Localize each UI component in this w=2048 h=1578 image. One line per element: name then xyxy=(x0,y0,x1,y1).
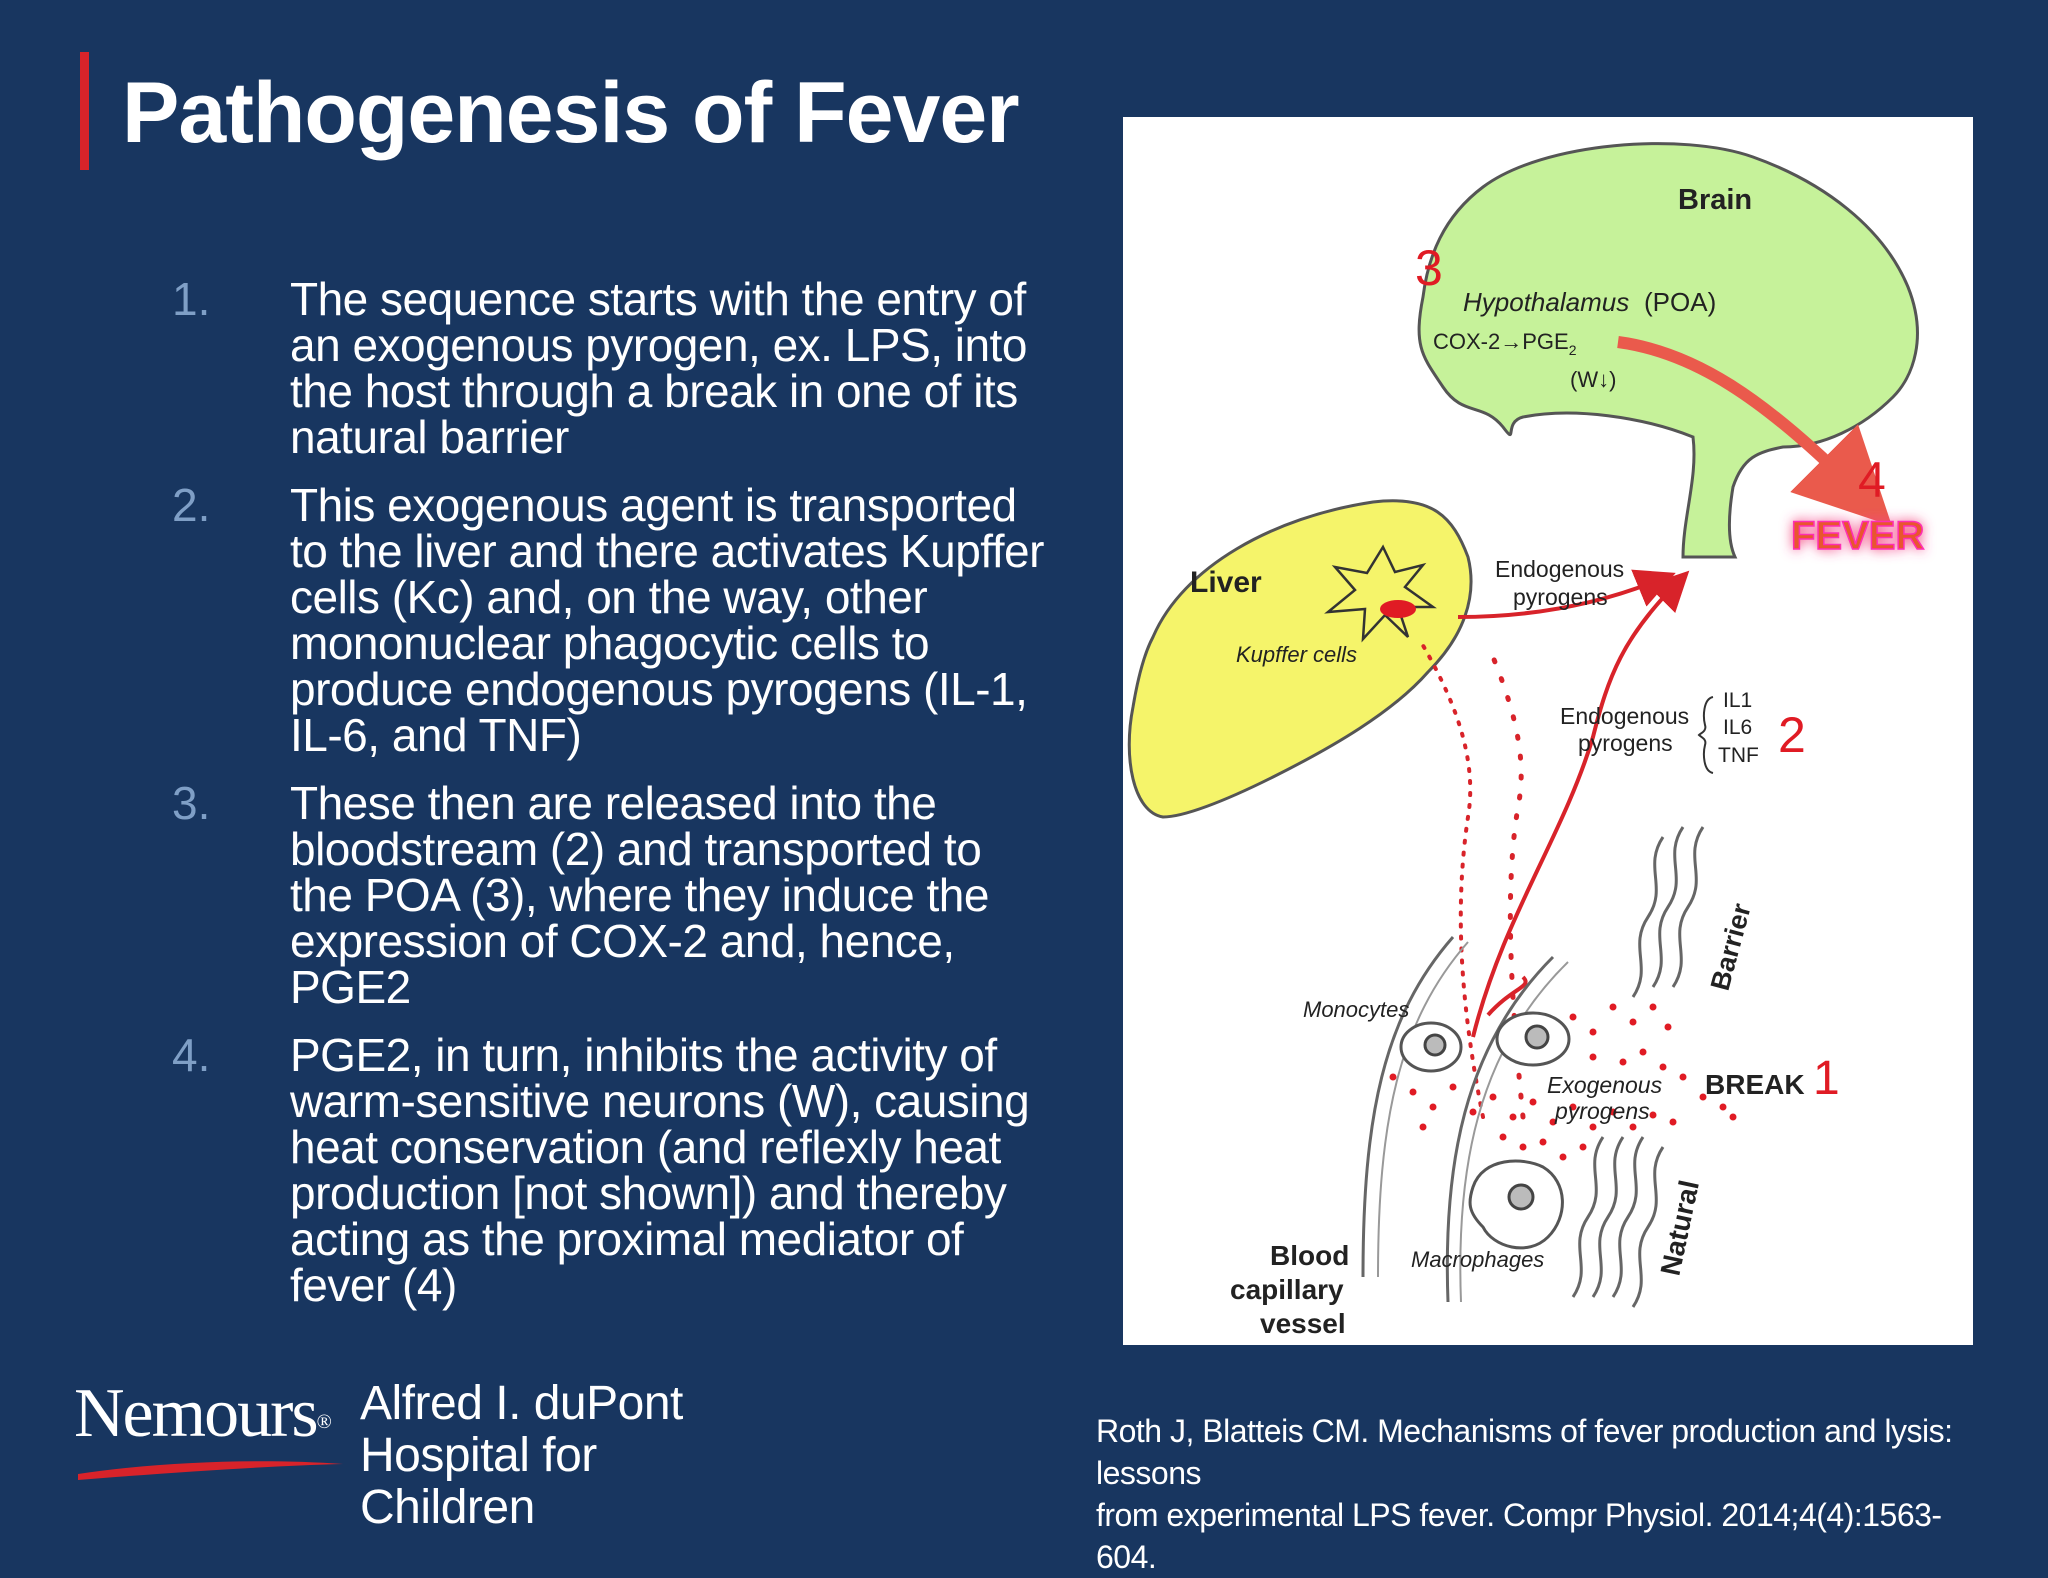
label-blood: Blood xyxy=(1270,1240,1349,1271)
hospital-name-line2: Hospital for Children xyxy=(360,1429,597,1534)
logo-wordmark: Nemours® xyxy=(74,1375,332,1452)
step-item: 1. The sequence starts with the entry of… xyxy=(172,276,1052,460)
blood-to-brain-arrow xyxy=(1471,570,1690,1038)
kupffer-cell-nucleus xyxy=(1380,600,1416,618)
macrophage-cell xyxy=(1468,1159,1564,1250)
transport-to-liver-dotted xyxy=(1419,640,1485,1119)
label-num2: 2 xyxy=(1778,707,1806,763)
step-number: 2. xyxy=(172,479,211,531)
hospital-name-line1: Alfred I. duPont xyxy=(360,1377,683,1430)
label-pyrogens-2: pyrogens xyxy=(1578,730,1673,756)
label-num3: 3 xyxy=(1415,240,1443,296)
step-number: 4. xyxy=(172,1029,211,1081)
slide-title: Pathogenesis of Fever xyxy=(122,65,1020,161)
monocyte-cell xyxy=(1399,1021,1463,1073)
monocyte-cell-2 xyxy=(1495,1011,1571,1067)
fever-pathway-diagram: Brain 3 Hypothalamus (POA) COX-2→PGE2 (W… xyxy=(1123,117,1973,1345)
pge2-to-fever-arrow xyxy=(1617,336,1892,526)
label-barrier: Barrier xyxy=(1705,900,1757,994)
citation-line1: Roth J, Blatteis CM. Mechanisms of fever… xyxy=(1096,1413,1953,1491)
label-liver: Liver xyxy=(1190,566,1262,599)
label-capillary: capillary xyxy=(1230,1274,1344,1305)
exogenous-pyrogen-dots xyxy=(1389,1003,1737,1161)
label-vessel: vessel xyxy=(1260,1308,1346,1339)
step-number: 3. xyxy=(172,777,211,829)
label-brain: Brain xyxy=(1678,184,1752,216)
label-fever: FEVER xyxy=(1791,514,1924,558)
nemours-logo: Nemours® Alfred I. duPont Hospital for C… xyxy=(74,1374,774,1534)
step-text: These then are released into the bloodst… xyxy=(290,777,989,1013)
label-il1: IL1 xyxy=(1723,689,1752,712)
step-text: This exogenous agent is transported to t… xyxy=(290,479,1044,761)
monocyte-branch-arrow xyxy=(1486,975,1528,1017)
step-text: PGE2, in turn, inhibits the activity of … xyxy=(290,1029,1030,1311)
label-cox2-pge2: COX-2→PGE2 xyxy=(1433,329,1577,358)
hospital-name: Alfred I. duPont Hospital for Children xyxy=(360,1378,774,1534)
citation: Roth J, Blatteis CM. Mechanisms of fever… xyxy=(1096,1410,1996,1578)
label-exogenous: Exogenous xyxy=(1547,1072,1663,1098)
label-endogenous-2: Endogenous xyxy=(1560,703,1689,729)
vessel-wall-right xyxy=(1445,955,1555,1303)
liver-to-brain-arrow xyxy=(1457,569,1676,619)
vessel-wall-left xyxy=(1361,936,1455,1278)
label-warm-neurons: (W↓) xyxy=(1570,367,1616,392)
label-kupffer-cells: Kupffer cells xyxy=(1236,642,1357,667)
step-list: 1. The sequence starts with the entry of… xyxy=(172,276,1052,1330)
step-item: 4. PGE2, in turn, inhibits the activity … xyxy=(172,1032,1052,1308)
label-il6: IL6 xyxy=(1723,716,1752,739)
diagram-canvas: Brain 3 Hypothalamus (POA) COX-2→PGE2 (W… xyxy=(1127,142,1925,1339)
barrier-lines-bottom xyxy=(1571,1136,1665,1308)
vessel-wall-right-2 xyxy=(1459,961,1569,1303)
label-num4: 4 xyxy=(1858,452,1886,508)
label-hypothalamus: Hypothalamus xyxy=(1463,287,1629,317)
title-accent-bar xyxy=(80,52,89,170)
vessel-wall-left-2 xyxy=(1377,941,1469,1278)
label-pyrogens-1: pyrogens xyxy=(1513,584,1608,610)
label-macrophages: Macrophages xyxy=(1411,1247,1544,1272)
step-item: 2. This exogenous agent is transported t… xyxy=(172,482,1052,758)
label-endogenous-1: Endogenous xyxy=(1495,556,1624,582)
logo-swoosh-icon xyxy=(78,1461,343,1480)
label-num1: 1 xyxy=(1813,1052,1840,1105)
label-break: BREAK xyxy=(1705,1069,1805,1100)
label-monocytes: Monocytes xyxy=(1303,997,1409,1022)
barrier-lines-top xyxy=(1631,826,1705,998)
step-text: The sequence starts with the entry of an… xyxy=(290,273,1027,463)
step-item: 3. These then are released into the bloo… xyxy=(172,780,1052,1010)
label-poa: (POA) xyxy=(1644,287,1716,317)
citation-line2: from experimental LPS fever. Compr Physi… xyxy=(1096,1497,1942,1575)
cytokine-brace xyxy=(1697,696,1714,774)
label-pyrogens-exo: pyrogens xyxy=(1554,1098,1650,1124)
step-number: 1. xyxy=(172,273,211,325)
label-natural: Natural xyxy=(1655,1177,1705,1278)
label-tnf: TNF xyxy=(1718,744,1759,767)
